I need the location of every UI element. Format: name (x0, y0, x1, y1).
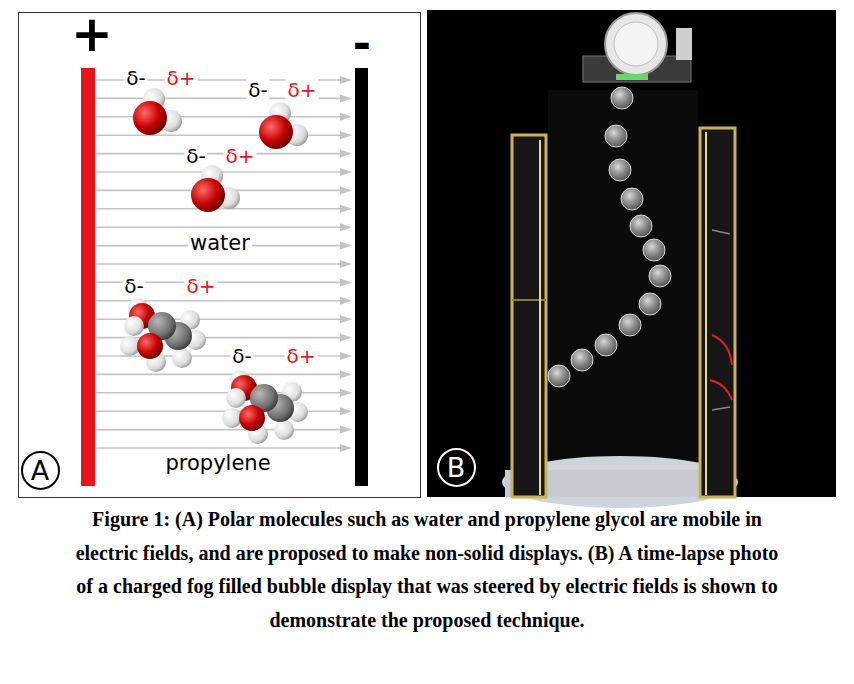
panel-letter-circle: A (21, 451, 60, 490)
fog-bubble (595, 334, 617, 356)
fog-bubble (630, 215, 652, 237)
partial-charge: δ- (246, 79, 269, 101)
arrowhead (340, 444, 352, 452)
field-arrow (96, 447, 340, 449)
propylene-glycol-molecule (120, 298, 206, 372)
arrowhead (340, 113, 352, 121)
arrowhead (340, 389, 352, 397)
field-arrow (96, 263, 340, 265)
arrowhead (340, 168, 352, 176)
fog-bubble (643, 239, 665, 261)
field-arrow (96, 392, 340, 394)
arrowhead (340, 352, 352, 360)
arrowhead (340, 334, 352, 342)
arrowhead (340, 205, 352, 213)
arrowhead (340, 186, 352, 194)
partial-charge: δ- (184, 145, 207, 167)
fog-bubble (605, 125, 627, 147)
partial-charge: δ+ (285, 345, 318, 367)
arrowhead (340, 278, 352, 286)
negative-plate (355, 68, 368, 486)
partial-charge: δ- (124, 67, 147, 89)
polarity-sign: + (71, 7, 113, 62)
arrowhead (340, 94, 352, 102)
water-molecule (133, 88, 182, 135)
panel-letter: B (447, 454, 466, 481)
panel-frame (19, 13, 421, 498)
polarity-sign: - (353, 20, 371, 68)
bubble-generator (583, 13, 692, 82)
positive-plate (81, 68, 95, 486)
arrowhead (340, 223, 352, 231)
fog-bubble (621, 188, 643, 210)
arrowhead (340, 426, 352, 434)
partial-charge: δ- (230, 345, 253, 367)
back-panel (548, 90, 698, 470)
fog-bubble (571, 349, 593, 371)
water-molecule (259, 102, 308, 149)
molecule-name: propylene (163, 452, 272, 475)
field-arrow (96, 153, 340, 155)
field-arrow (96, 429, 340, 431)
field-arrows (96, 76, 352, 452)
partial-charge: δ+ (286, 79, 319, 101)
fog-bubble (548, 365, 570, 387)
arrowhead (340, 315, 352, 323)
field-arrow (96, 374, 340, 376)
arrowhead (340, 131, 352, 139)
arrowhead (340, 242, 352, 250)
water-molecule (191, 165, 240, 212)
figure-caption: Figure 1: (A) Polar molecules such as wa… (70, 503, 784, 637)
arrowhead (340, 260, 352, 268)
partial-charge: δ+ (185, 275, 218, 297)
arrowhead (340, 407, 352, 415)
arrowhead (340, 76, 352, 84)
field-arrow (96, 116, 340, 118)
fog-bubble (649, 265, 671, 287)
photo-background (427, 10, 836, 497)
fog-bubble (619, 314, 641, 336)
partial-charge: δ+ (165, 67, 198, 89)
arrowhead (340, 370, 352, 378)
arrowhead (340, 297, 352, 305)
field-arrow (96, 226, 340, 228)
fog-bubble (639, 293, 661, 315)
partial-charge: δ- (122, 275, 145, 297)
fog-bubble (609, 159, 631, 181)
partial-charge: δ+ (224, 145, 257, 167)
arrowhead (340, 150, 352, 158)
panel-letter: A (31, 457, 49, 484)
bubble-trail (548, 87, 671, 387)
propylene-glycol-molecule (222, 370, 308, 444)
right-frame (700, 128, 735, 497)
fog-bubble (611, 87, 633, 109)
left-frame (512, 135, 546, 497)
panel-letter-circle: B (437, 448, 476, 487)
molecule-name: water (188, 232, 252, 255)
